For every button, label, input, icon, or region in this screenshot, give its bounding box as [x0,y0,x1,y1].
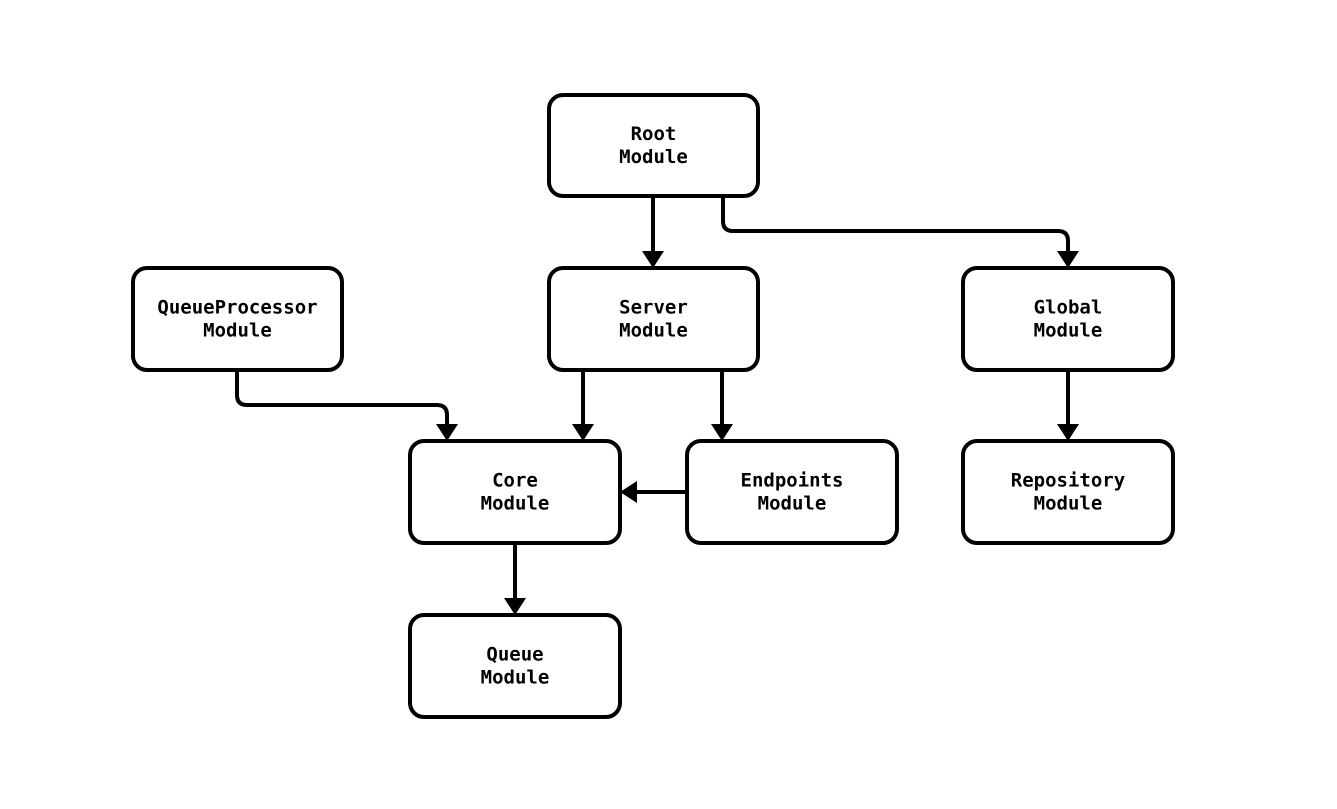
edge-core-to-queue [504,543,526,615]
arrowhead-icon [1057,424,1079,441]
arrowhead-icon [620,481,637,503]
node-box[interactable] [547,93,760,198]
node-label-line1: Server [619,297,688,319]
arrowhead-icon [572,424,594,441]
edge-root-to-global [721,196,1079,268]
node-label-line1: Endpoints [741,470,844,492]
node-box[interactable] [961,266,1175,372]
edge-line [235,370,449,431]
arrowhead-icon [711,424,733,441]
edge-endpoints-to-core [620,481,687,503]
node-label-line1: Core [492,470,538,492]
arrowhead-icon [504,598,526,615]
node-label-line1: QueueProcessor [157,297,317,319]
edge-server-to-core [572,370,594,441]
edge-root-to-server [642,196,664,268]
node-label-line2: Module [203,320,272,342]
arrowhead-icon [436,424,458,441]
edge-server-to-endpoints [711,370,733,441]
node-label-line1: Queue [486,644,543,666]
node-box[interactable] [408,439,622,545]
edge-global-to-repository [1057,370,1079,441]
node-label-line2: Module [619,320,688,342]
node-label-line2: Module [1034,320,1103,342]
node-label-line2: Module [758,493,827,515]
node-label-line2: Module [1034,493,1103,515]
node-label-line2: Module [481,667,550,689]
node-box[interactable] [685,439,899,545]
edge-queueprocessor-to-core [235,370,458,441]
node-label-line1: Global [1034,297,1103,319]
node-box[interactable] [547,266,760,372]
node-box[interactable] [131,266,344,372]
edges-layer [235,196,1079,615]
node-label-line2: Module [481,493,550,515]
node-label-line2: Module [619,146,688,168]
node-label-line1: Repository [1011,470,1125,492]
arrowhead-icon [1057,251,1079,268]
nodes-layer: RootModuleQueueProcessorModuleServerModu… [131,93,1175,719]
node-box[interactable] [408,613,622,719]
arrowhead-icon [642,251,664,268]
node-box[interactable] [961,439,1175,545]
node-label-line1: Root [631,123,677,145]
edge-line [721,196,1070,258]
